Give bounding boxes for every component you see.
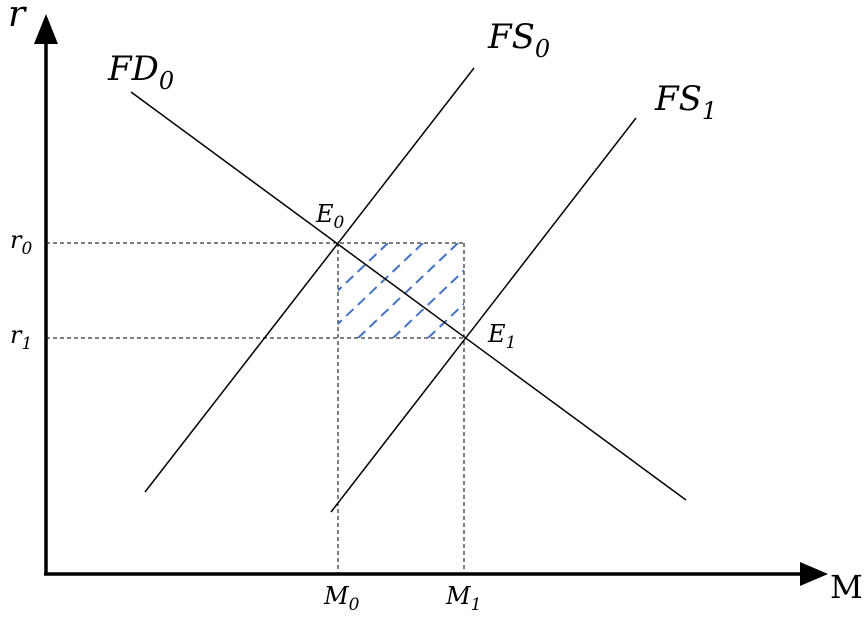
guide-lines xyxy=(46,242,465,574)
e0-label: E0 xyxy=(315,200,345,233)
x-axis-label: M xyxy=(830,568,863,606)
r0-tick-label: r0 xyxy=(10,226,32,259)
fd0-label: FD0 xyxy=(107,49,174,95)
m0-tick-label: M0 xyxy=(323,582,360,615)
m1-tick-label: M1 xyxy=(445,582,481,615)
demand-curve-fd0 xyxy=(130,91,687,501)
fs0-label: FS0 xyxy=(487,17,550,63)
y-axis-label: r xyxy=(8,0,27,35)
supply-curve-fs0 xyxy=(144,67,475,493)
r1-tick-label: r1 xyxy=(10,321,32,354)
y-axis-arrowhead xyxy=(34,14,58,44)
e1-label: E1 xyxy=(487,320,516,353)
x-axis-arrowhead xyxy=(800,562,828,586)
supply-curve-fs1 xyxy=(330,117,637,513)
fs1-label: FS1 xyxy=(654,79,717,125)
